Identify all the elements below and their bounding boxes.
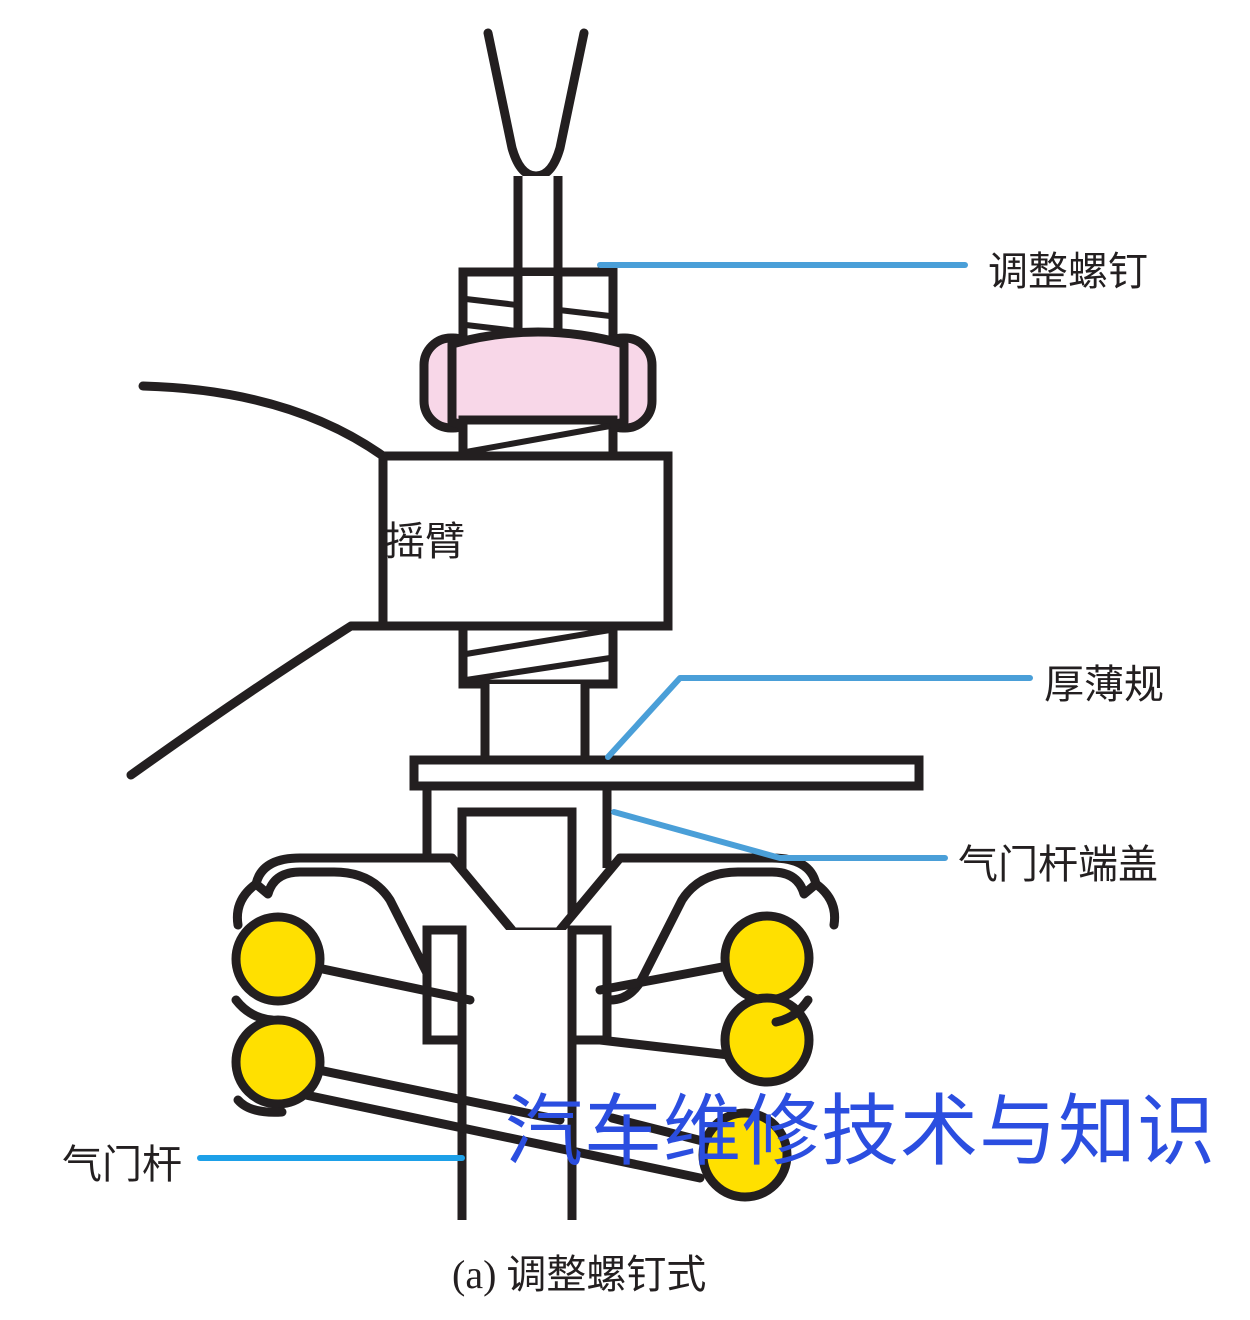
feeler-gauge <box>409 755 924 791</box>
figure-caption: (a) 调整螺钉式 <box>452 1252 706 1297</box>
watermark: 汽车维修技术与知识 <box>505 1087 1216 1175</box>
valve-stem-fill <box>462 930 572 1220</box>
label-feeler-gauge: 厚薄规 <box>1044 662 1164 707</box>
spring-coil-right-upper <box>720 911 814 1005</box>
adjusting-screw-tip <box>480 684 590 773</box>
rocker-arm-lower-curve <box>126 621 356 780</box>
leader-line-valve-stem-cap <box>611 809 948 861</box>
rocker-lower-thread-block <box>458 621 618 689</box>
valve-spring-outer-curves <box>231 879 840 1117</box>
spring-coil-left-lower <box>231 1015 325 1109</box>
spring-coil-left-upper <box>231 912 325 1006</box>
leader-valve-stem-cap <box>611 809 948 861</box>
spring-coil-bottom <box>698 1108 792 1202</box>
lock-nut <box>419 327 657 439</box>
leader-feeler-gauge <box>605 675 1033 760</box>
thread-hatch-below-rocker <box>465 627 611 683</box>
label-valve-stem-cap: 气门杆端盖 <box>958 842 1158 887</box>
rocker-arm-upper-curve <box>138 381 388 461</box>
valve-stem <box>457 930 577 1220</box>
label-adjusting-screw: 调整螺钉 <box>988 249 1148 294</box>
leader-line-feeler-gauge <box>605 675 1033 760</box>
label-valve-stem: 气门杆 <box>62 1142 182 1187</box>
feeler-gauge-blade <box>409 755 924 791</box>
rocker-arm <box>126 381 673 780</box>
thread-hatch-lower <box>465 423 611 455</box>
label-rocker-arm: 摇臂 <box>385 519 465 564</box>
